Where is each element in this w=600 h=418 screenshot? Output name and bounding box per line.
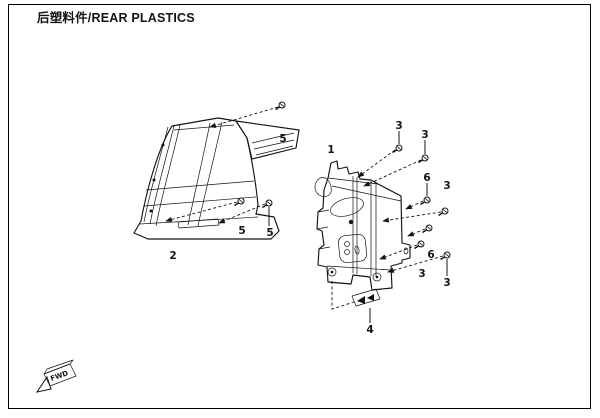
fwd-arrow-icon: [35, 375, 52, 393]
screw-icon: [413, 240, 425, 250]
page-border: [8, 4, 591, 409]
leader-lines: [165, 106, 444, 310]
callout-label-3: 3: [443, 277, 450, 289]
callout-label-6: 6: [427, 249, 434, 261]
part-1-rear-bracket-panel: [314, 160, 411, 291]
screw-icon: [261, 199, 273, 209]
part-2-rear-side-panel: [133, 117, 300, 240]
screw-icon: [417, 154, 429, 164]
screw-icon: [419, 196, 431, 206]
callout-label-5: 5: [266, 227, 273, 239]
page-title: 后塑料件/REAR PLASTICS: [37, 11, 195, 25]
callout-label-3: 3: [395, 120, 402, 132]
screw-icon: [274, 101, 286, 111]
callout-label-3: 3: [418, 268, 425, 280]
callout-label-2: 2: [169, 250, 176, 262]
callout-label-5: 5: [279, 133, 286, 145]
fwd-badge: FWD: [35, 359, 77, 393]
callout-stems: [268, 131, 448, 323]
part-4-arrow-decal: [351, 288, 381, 307]
callout-label-3: 3: [443, 180, 450, 192]
callout-label-3: 3: [421, 129, 428, 141]
screw-icon: [421, 224, 433, 234]
fwd-label: FWD: [49, 369, 69, 383]
callout-label-5: 5: [238, 225, 245, 237]
screw-icon: [391, 144, 403, 154]
screw-icon: [439, 251, 451, 261]
callout-label-1: 1: [327, 144, 334, 156]
screw-icon: [233, 197, 245, 207]
callout-label-6: 6: [423, 172, 430, 184]
callout-label-4: 4: [366, 324, 373, 336]
